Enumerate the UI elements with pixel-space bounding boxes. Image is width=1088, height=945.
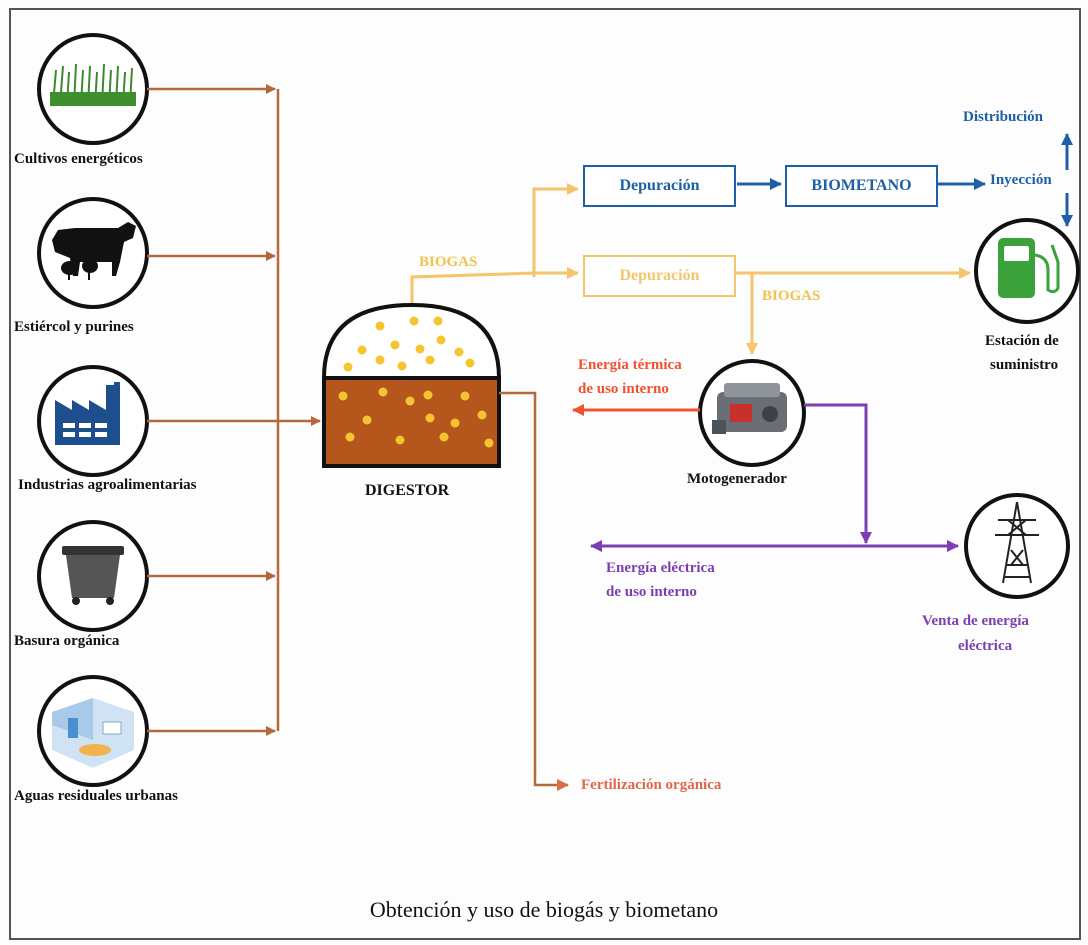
label-basura: Basura orgánica bbox=[14, 633, 120, 649]
biogas-label-main: BIOGAS bbox=[419, 254, 478, 270]
motor-generator bbox=[698, 359, 806, 467]
transmission-tower-icon bbox=[995, 501, 1039, 584]
label-aguas: Aguas residuales urbanas bbox=[14, 788, 178, 804]
grass-icon bbox=[50, 63, 136, 106]
bathroom-icon bbox=[52, 698, 134, 768]
biogas-lines bbox=[410, 183, 971, 355]
motor-label: Motogenerador bbox=[687, 471, 787, 487]
fuel-pump-icon bbox=[998, 238, 1060, 298]
station-label-1: Estación de bbox=[985, 333, 1059, 349]
livestock-icon bbox=[52, 222, 136, 280]
trash-bin-icon bbox=[62, 546, 124, 605]
power-tower bbox=[964, 493, 1070, 599]
digestor-tank bbox=[321, 302, 502, 468]
electric-label-2: de uso interno bbox=[606, 584, 697, 600]
sale-label-2: eléctrica bbox=[958, 638, 1013, 654]
engine-icon bbox=[712, 383, 787, 434]
label-estiercol: Estiércol y purines bbox=[14, 319, 134, 335]
biogas-label-secondary: BIOGAS bbox=[762, 288, 821, 304]
source-basura bbox=[37, 520, 149, 632]
gas-station bbox=[974, 218, 1080, 324]
figure-caption: Obtención y uso de biogás y biometano bbox=[369, 897, 719, 922]
source-aguas bbox=[37, 675, 149, 787]
sale-label-1: Venta de energía bbox=[922, 613, 1029, 629]
label-industrias: Industrias agroalimentarias bbox=[18, 477, 197, 493]
digestor-label: DIGESTOR bbox=[365, 482, 450, 499]
thermal-label-2: de uso interno bbox=[578, 381, 669, 397]
factory-icon bbox=[55, 382, 120, 445]
figure-frame bbox=[9, 8, 1081, 940]
source-cultivos bbox=[37, 33, 149, 145]
fertilizer-arrow bbox=[499, 391, 569, 791]
input-arrows bbox=[147, 84, 321, 736]
electric-lines bbox=[590, 403, 959, 552]
distribucion-label: Distribución bbox=[963, 109, 1044, 125]
inyeccion-label: Inyección bbox=[990, 172, 1052, 188]
depuracion-box-1: Depuración bbox=[583, 165, 736, 207]
source-industrias bbox=[37, 365, 149, 477]
electric-label-1: Energía eléctrica bbox=[606, 560, 715, 576]
biomethane-lines bbox=[737, 133, 1073, 227]
depuracion-box-2: Depuración bbox=[583, 255, 736, 297]
station-label-2: suministro bbox=[990, 357, 1059, 373]
fertilizer-label: Fertilización orgánica bbox=[581, 777, 722, 793]
biometano-box: BIOMETANO bbox=[785, 165, 938, 207]
label-cultivos: Cultivos energéticos bbox=[14, 151, 143, 167]
thermal-label-1: Energía térmica bbox=[578, 357, 682, 373]
source-estiercol bbox=[37, 197, 149, 309]
